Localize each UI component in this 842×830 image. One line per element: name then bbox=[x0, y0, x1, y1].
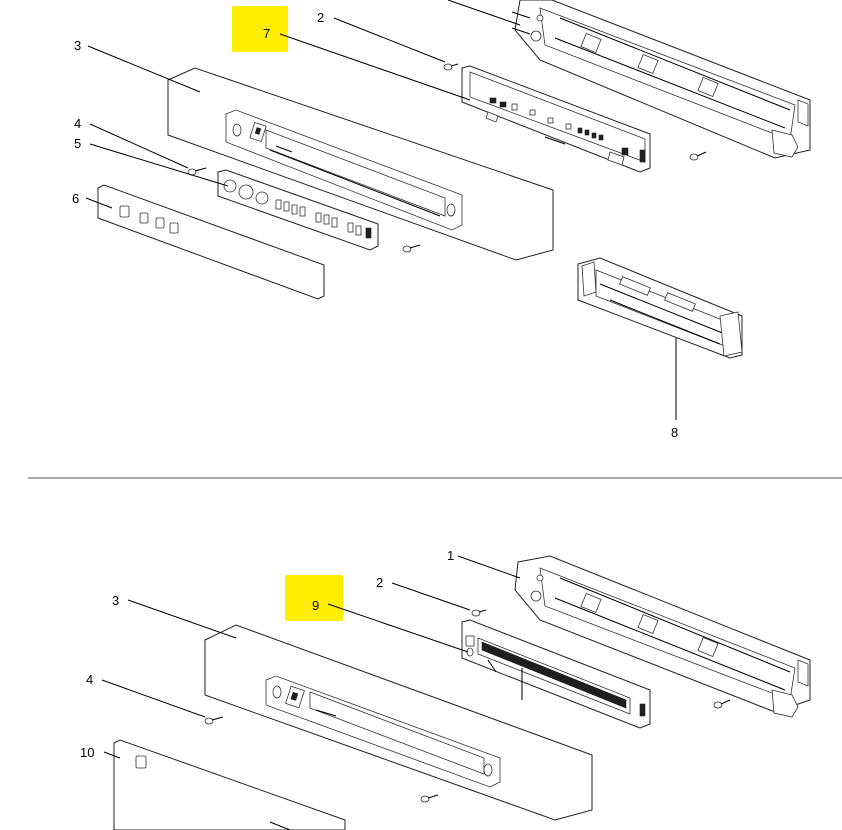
screw-part-4-lower bbox=[204, 716, 224, 725]
overlay-film-10 bbox=[113, 739, 346, 830]
callout-4-lower: 4 bbox=[86, 672, 93, 687]
callout-5: 5 bbox=[74, 136, 81, 151]
screw-upper-b bbox=[689, 151, 707, 161]
leader-part-10 bbox=[103, 751, 121, 759]
callout-1-lower: 1 bbox=[447, 548, 454, 563]
display-pcb-9 bbox=[461, 619, 651, 729]
highlight-patch-9 bbox=[285, 575, 343, 621]
overlay-film-6 bbox=[97, 184, 325, 300]
leader-part-3-upper bbox=[87, 45, 201, 93]
callout-3-upper: 3 bbox=[74, 38, 81, 53]
upper-assembly: 2 7 3 4 5 6 8 bbox=[72, 0, 811, 440]
callout-8: 8 bbox=[671, 425, 678, 440]
screw-lower-b bbox=[713, 699, 731, 709]
front-panel-housing bbox=[167, 67, 554, 261]
button-board-5 bbox=[217, 169, 379, 251]
leader-part-7 bbox=[279, 33, 471, 101]
leader-part-1-lower bbox=[457, 555, 521, 579]
callout-2-upper: 2 bbox=[317, 10, 324, 25]
callout-7: 7 bbox=[263, 26, 270, 41]
callout-6: 6 bbox=[72, 191, 79, 206]
screw-part-4b bbox=[402, 244, 421, 253]
leader-part-4-lower bbox=[101, 679, 206, 718]
screw-part-4 bbox=[187, 167, 207, 176]
control-pcb-7 bbox=[461, 65, 651, 173]
bottom-bracket-8 bbox=[577, 257, 743, 359]
highlight-patch-7 bbox=[232, 6, 288, 52]
screw-lower-a bbox=[471, 609, 487, 617]
leader-part-5 bbox=[89, 143, 229, 187]
callout-3-lower: 3 bbox=[112, 593, 119, 608]
chassis-bracket-bottom bbox=[514, 555, 811, 718]
leader-part-4-upper bbox=[89, 123, 189, 169]
leader-part-6 bbox=[85, 197, 113, 209]
leader-part-1-top bbox=[447, 0, 521, 26]
callout-10: 10 bbox=[80, 745, 94, 760]
chassis-bracket-top bbox=[511, 0, 811, 159]
callout-4-upper: 4 bbox=[74, 116, 81, 131]
callout-2-lower: 2 bbox=[376, 575, 383, 590]
leader-part-9 bbox=[327, 603, 469, 653]
leader-part-2-upper bbox=[333, 17, 446, 63]
callout-9: 9 bbox=[312, 598, 319, 613]
lower-assembly: 1 2 9 3 4 10 bbox=[80, 548, 811, 830]
leader-part-2-lower bbox=[391, 582, 471, 611]
screw-upper-a bbox=[443, 63, 459, 71]
front-panel-housing-lower bbox=[204, 624, 593, 821]
screw-part-4-lower-b bbox=[420, 794, 439, 803]
leader-part-3-lower bbox=[127, 599, 237, 639]
